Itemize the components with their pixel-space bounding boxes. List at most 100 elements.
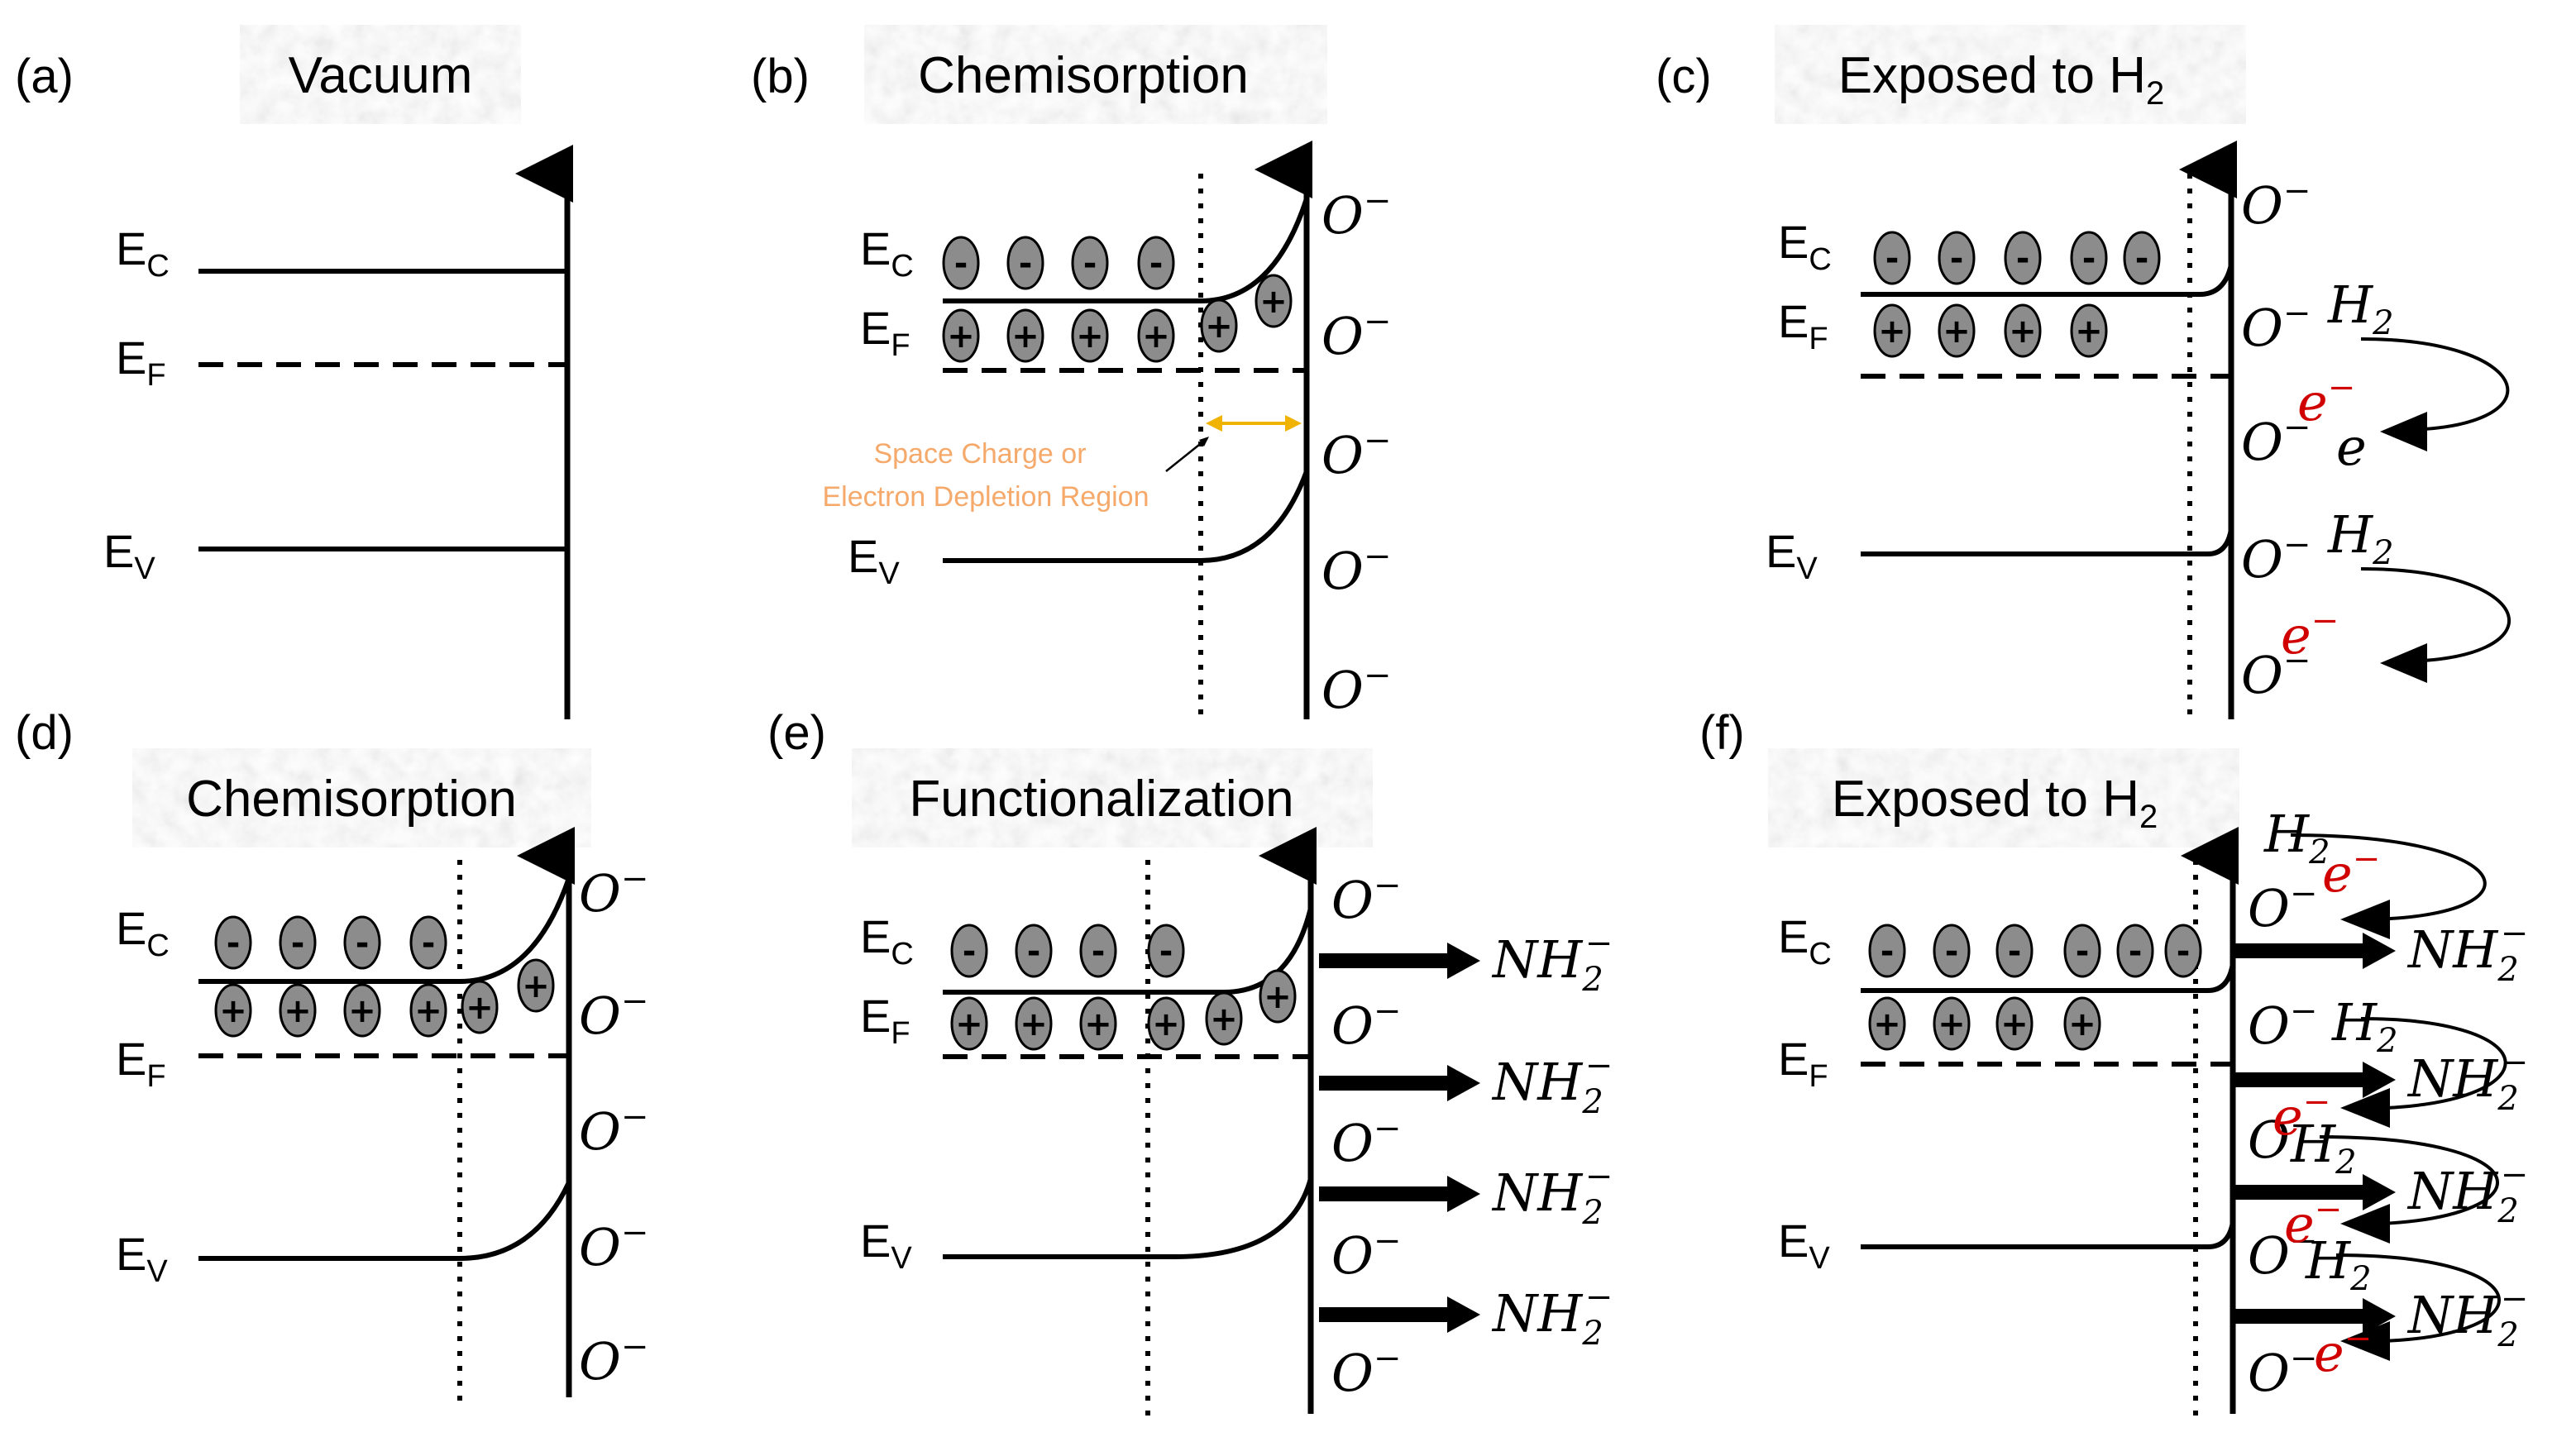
panel-c-title: Exposed to H2 <box>1838 47 2164 112</box>
panel-c-tag: (c) <box>1656 50 1712 103</box>
panel-e-amine-4: NH2− <box>1319 1278 1613 1353</box>
panel-f-donor-1-symbol: + <box>1873 1005 1901 1043</box>
panel-f-label-ec: EC <box>1778 910 1832 972</box>
panel-d-donor-2-shape <box>279 983 317 1038</box>
panel-f-title-box: Exposed to H2 <box>1768 748 2239 847</box>
panel-b-title-box: Chemisorption <box>864 25 1327 124</box>
panel-b-annotation-leader-head <box>1199 437 1209 446</box>
panel-b-annotation-line-1: Space Charge or <box>873 438 1086 470</box>
panel-b-electron-1: - <box>942 236 980 290</box>
panel-c-valence-band <box>1861 528 2234 556</box>
panel-d-electron-2-shape <box>279 915 317 970</box>
panel-b-donor-2-shape <box>1006 308 1044 363</box>
panel-d-donor-3-shape <box>343 983 381 1038</box>
panel-d-donor-4-symbol: + <box>414 992 442 1030</box>
panel-b-electron-1-shape <box>942 236 980 290</box>
panel-e-donor-5-symbol: + <box>1210 1000 1238 1038</box>
panel-f-hydrogen-reactions: H2e−H2e−H2e−H2e− <box>2263 804 2507 1383</box>
panel-c-reaction-curve-upper <box>2360 337 2510 432</box>
panel-f-amine-1-label: NH2− <box>2406 914 2528 989</box>
panel-e-label-ev: EV <box>860 1215 912 1276</box>
panel-f-electron-4: - <box>2063 924 2101 978</box>
panel-d-oxygen-3: O− <box>579 1098 648 1162</box>
panel-a-tag: (a) <box>15 50 74 103</box>
panel-d-title: Chemisorption <box>186 771 517 828</box>
panel-e-donor-2-symbol: + <box>1020 1005 1048 1043</box>
panel-f-electron-5-symbol: - <box>2129 933 2143 971</box>
panel-c-electron-5-shape <box>2123 231 2161 285</box>
panel-b-electron-2: - <box>1006 236 1044 290</box>
panel-d-tag: (d) <box>15 706 74 760</box>
panel-d-oxygen-2: O− <box>579 982 648 1046</box>
panel-e-electron-4-shape <box>1147 924 1185 978</box>
panel-b-donor-6-symbol: + <box>1259 283 1288 321</box>
panel-d-electron-1-symbol: - <box>227 924 241 962</box>
panel-f-oxygen-2: O− <box>2248 992 2317 1056</box>
panel-e-oxygen-4: O− <box>1331 1222 1401 1286</box>
panel-d-donor-6-shape <box>517 958 555 1013</box>
panel-f-amine-4-label: NH2− <box>2406 1280 2528 1354</box>
panel-b-electron-1-symbol: - <box>954 245 968 283</box>
panel-e-oxygen-1: O− <box>1331 866 1401 930</box>
panel-e-oxygen-2: O− <box>1331 992 1401 1056</box>
panel-c-electron-1: - <box>1873 231 1911 285</box>
panel-c-h2-lower: H2 <box>2327 504 2394 572</box>
panel-d-conduction-band <box>198 877 571 984</box>
panel-b-donor-3: + <box>1071 308 1109 363</box>
panel-f-conduction-band <box>1861 962 2235 993</box>
panel-f-reaction-3-curve <box>2319 1135 2499 1225</box>
panel-d-donor-1-shape <box>214 983 252 1038</box>
panel-e-donor-6: + <box>1259 969 1297 1024</box>
panel-f-label-ef: EF <box>1778 1033 1828 1094</box>
panel-c-donor-1-shape <box>1873 303 1911 358</box>
panel-e-oxygen-3: O− <box>1331 1110 1401 1173</box>
panel-e-amine-groups: NH2− NH2− NH2− NH2− <box>1319 924 1613 1353</box>
panel-f-label-ev: EV <box>1778 1215 1830 1276</box>
panel-f-reaction-4-electron: e− <box>2314 1320 2372 1383</box>
panel-f-adsorbed-oxygen: O−O−O−O−O− <box>2248 875 2317 1403</box>
panel-d-donor-5-symbol: + <box>466 989 494 1027</box>
panel-f-amine-1: NH2− <box>2234 914 2528 989</box>
panel-e-amine-1-label: NH2− <box>1491 924 1613 999</box>
panel-d-valence-band <box>198 1181 571 1261</box>
panel-f-title: Exposed to H2 <box>1832 771 2158 835</box>
panel-f-reaction-2-h2: H2 <box>2331 992 2398 1060</box>
panel-f-electron-4-shape <box>2063 924 2101 978</box>
panel-f-electron-2-shape <box>1933 924 1971 978</box>
panel-e-amine-4-bond-head <box>1447 1296 1480 1333</box>
panel-b-annotation-leader <box>1165 437 1208 472</box>
panel-e-electron-2: - <box>1015 924 1053 978</box>
panel-e-donor-3-symbol: + <box>1084 1005 1112 1043</box>
panel-e-electron-1: - <box>950 924 988 978</box>
panel-c-electron-3: - <box>2004 231 2042 285</box>
panel-f-donor-1-shape <box>1868 996 1906 1051</box>
panel-e-amine-3: NH2− <box>1319 1158 1613 1232</box>
panel-a: (a) Vacuum EC EF EV <box>15 25 573 719</box>
panel-f-electron-6: - <box>2164 924 2202 978</box>
panel-f-amine-2-label: NH2− <box>2406 1043 2528 1118</box>
panel-c-electron-2: - <box>1938 231 1976 285</box>
panel-f-reaction-2-arrow-head <box>2340 1088 2390 1128</box>
panel-e-valence-band <box>943 1177 1313 1259</box>
panel-f-electron-3-shape <box>1995 924 2034 978</box>
panel-d-donor-6-symbol: + <box>522 967 550 1005</box>
panel-e-donor-6-shape <box>1259 969 1297 1024</box>
panel-d-electron-3-shape <box>343 915 381 970</box>
panel-c-oxygen-1: O− <box>2241 172 2311 236</box>
panel-c-electron-5-symbol: - <box>2135 240 2149 278</box>
panel-e-electron-3: - <box>1079 924 1117 978</box>
panel-d-donor-6: + <box>517 958 555 1013</box>
panel-c-donor-1: + <box>1873 303 1911 358</box>
panel-a-title-background <box>240 25 521 124</box>
panel-f-electron-1: - <box>1868 924 1906 978</box>
panel-f-donor-3-shape <box>1995 996 2034 1051</box>
panel-d-donor-2: + <box>279 983 317 1038</box>
panel-c-oxygen-2: O− <box>2241 294 2311 358</box>
panel-f-donor-4-shape <box>2063 996 2101 1051</box>
panel-f-carriers: ------++++ <box>1868 924 2202 1051</box>
panel-e-electron-3-symbol: - <box>1092 933 1106 971</box>
panel-e-amine-2-label: NH2− <box>1491 1047 1613 1121</box>
panel-f-donor-1: + <box>1868 996 1906 1051</box>
panel-b-electron-4: - <box>1137 236 1175 290</box>
